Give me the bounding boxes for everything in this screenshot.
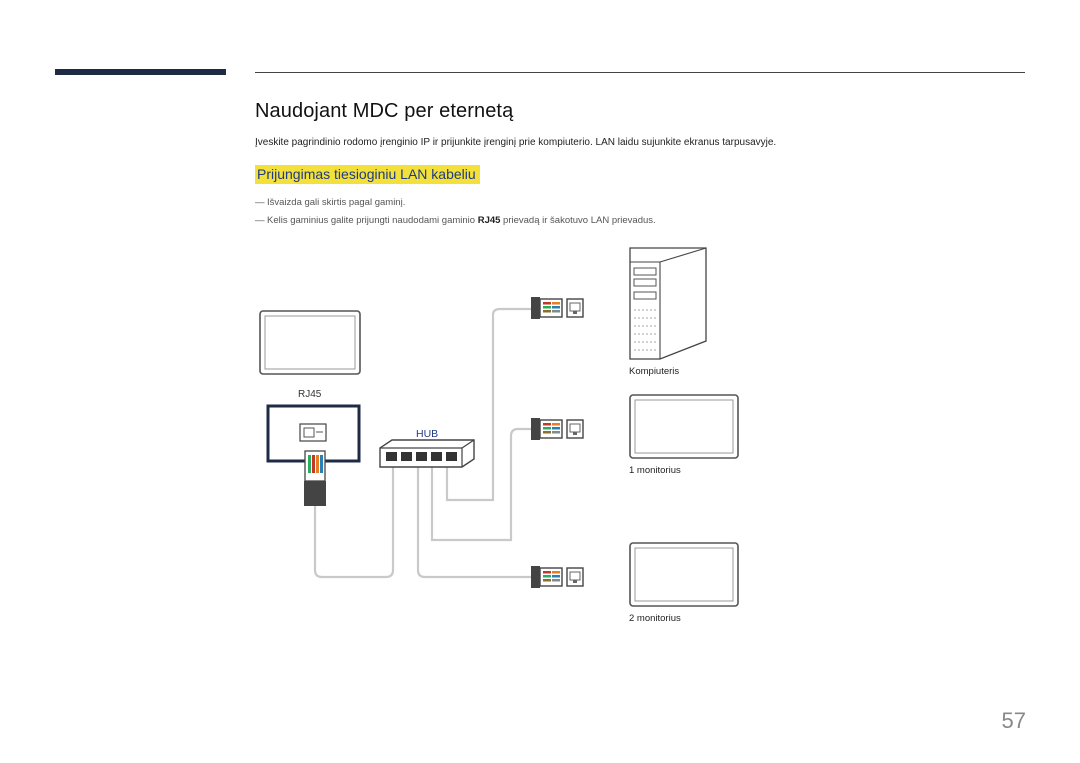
page-title: Naudojant MDC per eternetą bbox=[255, 100, 514, 122]
note-appearance: ―Išvaizda gali skirtis pagal gaminį. bbox=[255, 197, 405, 208]
monitor1-label: 1 monitorius bbox=[629, 465, 681, 476]
header-rule bbox=[255, 72, 1025, 73]
cable-hub-to-computer bbox=[445, 307, 531, 502]
note-text: Išvaizda gali skirtis pagal gaminį. bbox=[267, 197, 406, 208]
monitor2-icon bbox=[629, 542, 739, 607]
hub-label: HUB bbox=[416, 428, 439, 440]
cable-hub-to-monitor1 bbox=[430, 427, 531, 542]
rj45-plug-icon bbox=[304, 450, 326, 506]
note-dash: ― bbox=[255, 215, 265, 226]
note-multiple-products: ―Kelis gaminius galite prijungti naudoda… bbox=[255, 215, 656, 226]
hub-icon bbox=[379, 439, 475, 468]
monitor1-icon bbox=[629, 394, 739, 459]
rj45-connector-monitor1-icon bbox=[530, 417, 584, 441]
intro-text: Įveskite pagrindinio rodomo įrenginio IP… bbox=[255, 137, 777, 148]
rj45-connector-computer-icon bbox=[530, 296, 584, 320]
note-text-bold: RJ45 bbox=[477, 215, 501, 226]
cable-display-to-hub bbox=[313, 466, 395, 579]
main-display-icon bbox=[259, 310, 361, 375]
note-text-after: prievadą ir šakotuvo LAN prievadus. bbox=[500, 215, 656, 226]
computer-icon bbox=[629, 247, 707, 360]
page-number: 57 bbox=[1001, 708, 1026, 733]
rj45-label: RJ45 bbox=[298, 389, 322, 400]
note-text-before: Kelis gaminius galite prijungti naudodam… bbox=[267, 215, 478, 226]
note-dash: ― bbox=[255, 197, 265, 208]
monitor2-label: 2 monitorius bbox=[629, 613, 681, 624]
cable-hub-to-monitor2 bbox=[416, 466, 531, 579]
rj45-connector-monitor2-icon bbox=[530, 565, 584, 589]
header-accent-bar bbox=[55, 69, 226, 75]
computer-label: Kompiuteris bbox=[629, 366, 680, 377]
lan-cables bbox=[313, 307, 531, 579]
section-heading: Prijungimas tiesioginiu LAN kabeliu bbox=[255, 165, 480, 184]
